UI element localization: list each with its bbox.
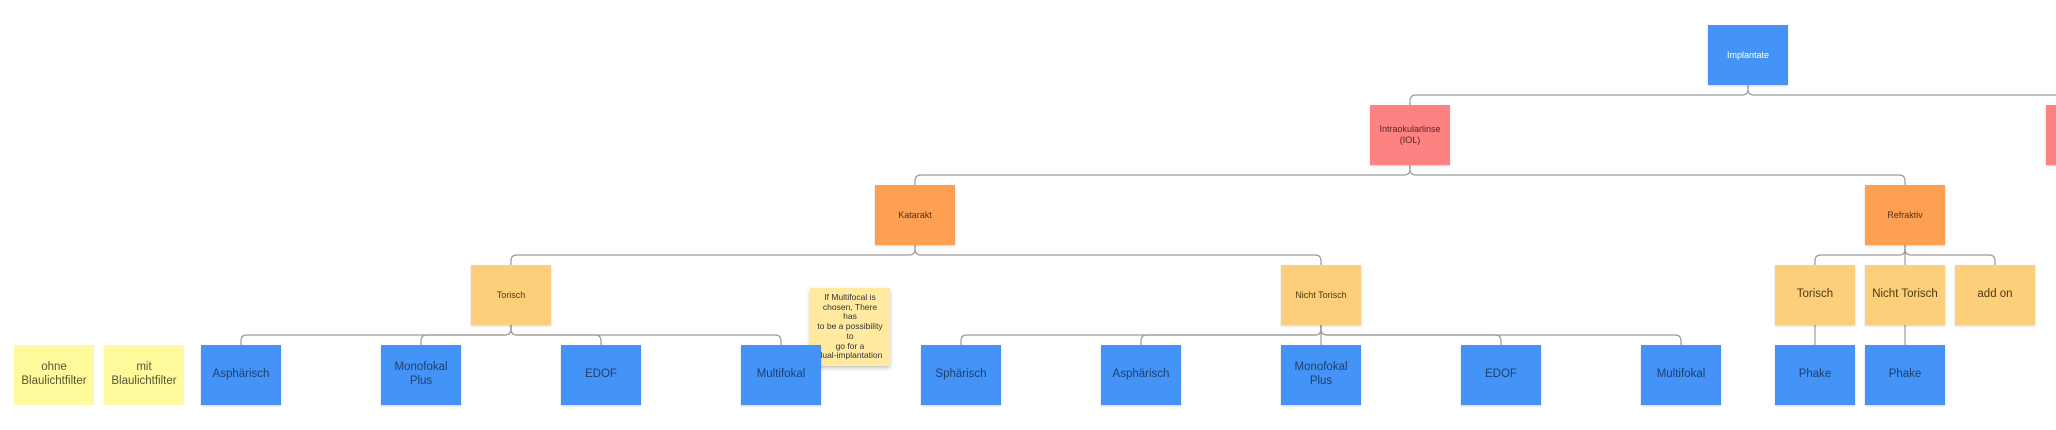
node-refraktiv-phake-1[interactable]: Phake bbox=[1775, 345, 1855, 405]
connector-nt-asphaerisch bbox=[1140, 325, 1322, 345]
node-nt-monofokal-plus[interactable]: Monofokal Plus bbox=[1281, 345, 1361, 405]
node-torisch-asphaerisch[interactable]: Asphärisch bbox=[201, 345, 281, 405]
node-ohne-blaulichtfilter[interactable]: ohne Blaulichtfilter bbox=[14, 345, 94, 405]
node-torisch-monofokal-plus[interactable]: Monofokal Plus bbox=[381, 345, 461, 405]
node-torisch-multifokal[interactable]: Multifokal bbox=[741, 345, 821, 405]
node-refraktiv[interactable]: Refraktiv bbox=[1865, 185, 1945, 245]
connector-katarakt-torisch bbox=[510, 245, 916, 265]
node-nt-asphaerisch[interactable]: Asphärisch bbox=[1101, 345, 1181, 405]
sticky-note-dual-implantation[interactable]: If Multifocal is chosen, There has to be… bbox=[810, 288, 890, 366]
node-torisch-edof[interactable]: EDOF bbox=[561, 345, 641, 405]
node-refraktiv-nicht-torisch[interactable]: Nicht Torisch bbox=[1865, 265, 1945, 325]
node-level1-offscreen[interactable] bbox=[2046, 105, 2056, 165]
connector-refraktiv-add-on bbox=[1904, 245, 1996, 265]
node-torisch[interactable]: Torisch bbox=[471, 265, 551, 325]
node-nicht-torisch[interactable]: Nicht Torisch bbox=[1281, 265, 1361, 325]
node-nt-multifokal[interactable]: Multifokal bbox=[1641, 345, 1721, 405]
connector-iol-katarakt bbox=[914, 165, 1411, 185]
node-mit-blaulichtfilter[interactable]: mit Blaulichtfilter bbox=[104, 345, 184, 405]
connector-nt-multifokal bbox=[1320, 325, 1682, 345]
node-refraktiv-phake-2[interactable]: Phake bbox=[1865, 345, 1945, 405]
node-katarakt[interactable]: Katarakt bbox=[875, 185, 955, 245]
connector-katarakt-nicht-torisch bbox=[914, 245, 1322, 265]
connector-iol-refraktiv bbox=[1409, 165, 1906, 185]
connector-torisch-multifokal bbox=[510, 325, 782, 345]
connector-root-offscreen bbox=[1747, 85, 2056, 96]
node-refraktiv-torisch[interactable]: Torisch bbox=[1775, 265, 1855, 325]
node-nt-edof[interactable]: EDOF bbox=[1461, 345, 1541, 405]
connector-root-iol bbox=[1409, 85, 1749, 105]
connector-torisch-monofokal bbox=[420, 325, 512, 345]
node-nt-sphaerisch[interactable]: Sphärisch bbox=[921, 345, 1001, 405]
node-intraokularlinse-iol[interactable]: Intraokularlinse (IOL) bbox=[1370, 105, 1450, 165]
node-implantate[interactable]: Implantate bbox=[1708, 25, 1788, 85]
node-refraktiv-add-on[interactable]: add on bbox=[1955, 265, 2035, 325]
connector-refraktiv-torisch bbox=[1814, 245, 1906, 265]
